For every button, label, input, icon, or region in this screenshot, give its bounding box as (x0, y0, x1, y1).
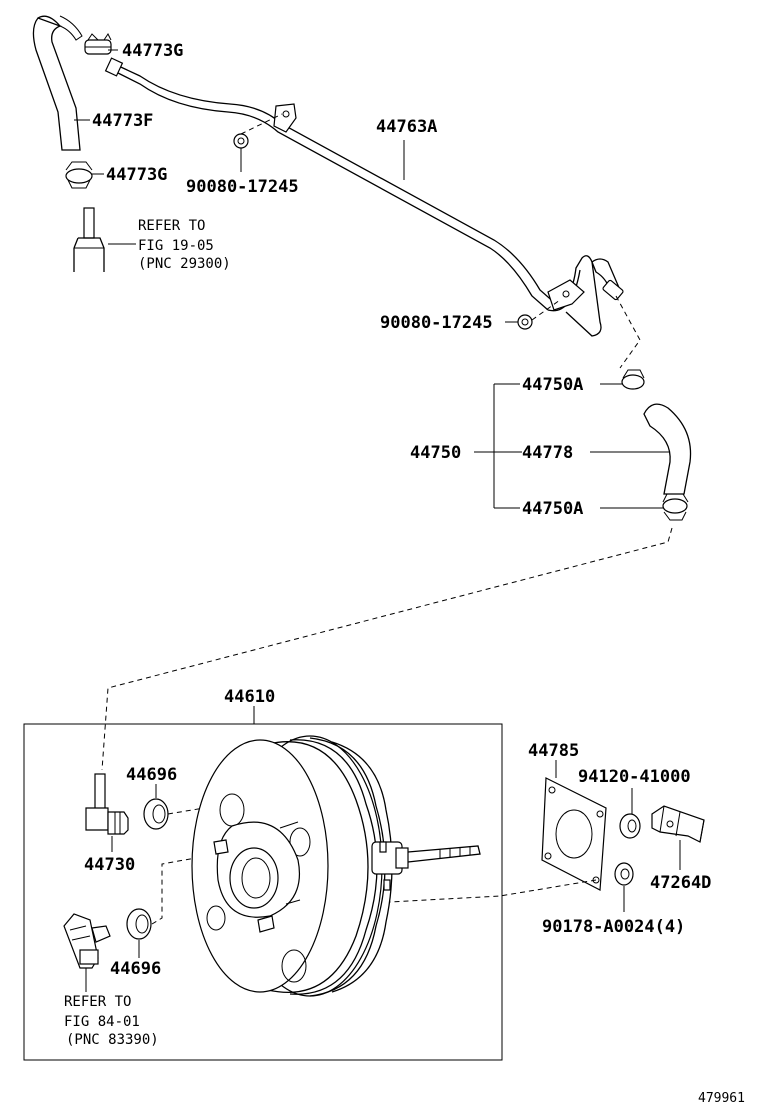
hose-44773f[interactable] (32, 15, 83, 151)
label-44730: 44730 (84, 855, 135, 875)
label-90178-a0024: 90178-A0024(4) (542, 917, 685, 937)
clip-44750a-upper[interactable] (621, 369, 645, 390)
label-44785: 44785 (528, 741, 579, 761)
label-44750: 44750 (410, 443, 461, 463)
label-44763a: 44763A (376, 117, 437, 137)
label-44750a-lower: 44750A (522, 499, 583, 519)
label-44773g-lower: 44773G (106, 165, 167, 185)
bracket-47264d[interactable] (651, 805, 705, 843)
label-47264d: 47264D (650, 873, 711, 893)
label-44696-upper: 44696 (126, 765, 177, 785)
gasket-44785[interactable] (541, 777, 607, 891)
refer-engine-line3: (PNC 29300) (138, 256, 231, 272)
vacuum-sensor (63, 913, 111, 969)
engine-nipple (73, 207, 105, 272)
refer-engine-line2: FIG 19-05 (138, 238, 214, 254)
label-44696-lower: 44696 (110, 959, 161, 979)
booster-assy-frame (23, 723, 503, 1061)
label-90080-17245-lower: 90080-17245 (380, 313, 493, 333)
grommet-44696-lower[interactable] (126, 908, 152, 940)
label-44778: 44778 (522, 443, 573, 463)
nut-90080-17245-upper[interactable] (233, 133, 249, 149)
catalog-number: 479961 (698, 1091, 745, 1106)
clamp-44773g-upper[interactable] (84, 33, 112, 55)
pipe-44763a[interactable] (104, 57, 624, 337)
hose-44778[interactable] (643, 403, 692, 495)
label-44773f: 44773F (92, 111, 153, 131)
check-valve-44730[interactable] (85, 773, 129, 835)
refer-engine-line1: REFER TO (138, 218, 205, 234)
label-90080-17245-upper: 90080-17245 (186, 177, 299, 197)
leader-lines (74, 49, 681, 992)
label-44750a-upper: 44750A (522, 375, 583, 395)
nut-90178-a0024[interactable] (614, 862, 634, 886)
label-94120-41000: 94120-41000 (578, 767, 691, 787)
grommet-44696-upper[interactable] (143, 798, 169, 830)
label-44610: 44610 (224, 687, 275, 707)
clip-44750a-lower[interactable] (662, 493, 689, 521)
nut-94120-41000[interactable] (619, 813, 641, 839)
refer-sensor-line1: REFER TO (64, 994, 131, 1010)
brake-booster-44610[interactable] (191, 735, 481, 997)
refer-sensor-line3: (PNC 83390) (66, 1032, 159, 1048)
clamp-44773g-lower[interactable] (65, 161, 93, 189)
nut-90080-17245-lower[interactable] (517, 314, 533, 330)
pipe-bracket-lower (547, 279, 585, 311)
refer-sensor-line2: FIG 84-01 (64, 1014, 140, 1030)
label-44773g-upper: 44773G (122, 41, 183, 61)
pipe-bracket-upper (273, 103, 297, 133)
